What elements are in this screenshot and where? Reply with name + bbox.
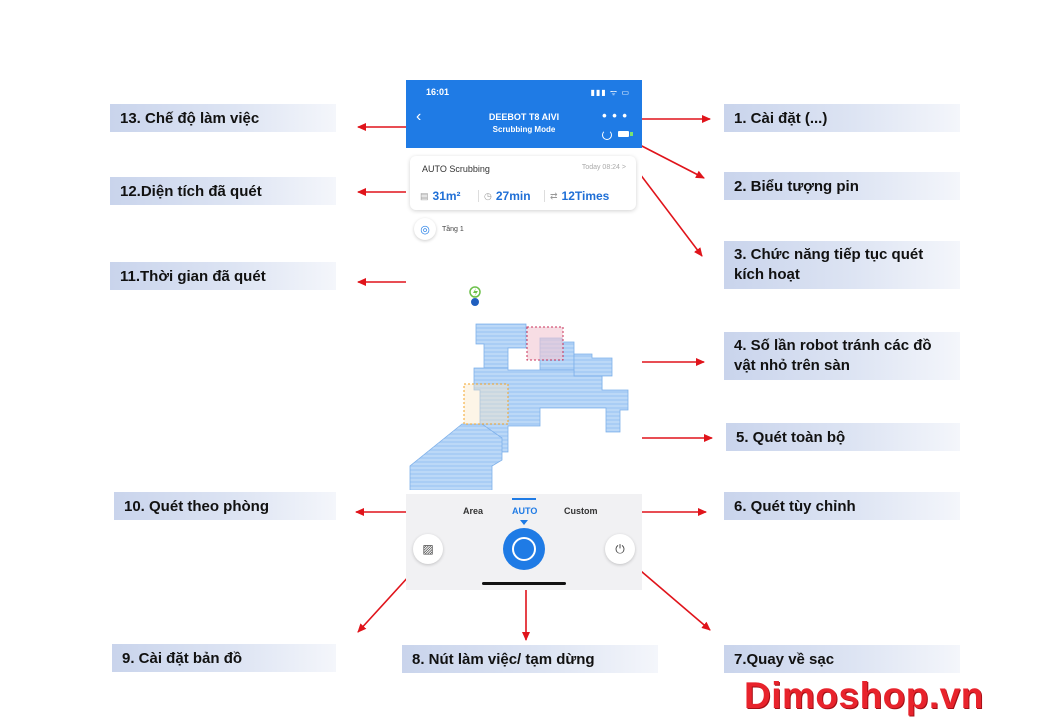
home-indicator <box>482 582 566 585</box>
clock-icon: ◷ <box>484 190 492 201</box>
label-area-cleaned: 12.Diện tích đã quét <box>110 177 336 205</box>
tab-indicator <box>512 498 536 500</box>
custom-zone[interactable] <box>463 383 509 425</box>
target-icon[interactable]: ◎ <box>414 218 436 240</box>
back-icon[interactable]: ‹ <box>416 108 422 125</box>
label-battery: 2. Biểu tượng pin <box>724 172 960 200</box>
avoid-icon: ⇄ <box>550 190 558 201</box>
label-avoid-count: 4. Số lần robot tránh các đồ vật nhỏ trê… <box>724 332 960 380</box>
label-resume-line2: kích hoạt <box>734 266 800 283</box>
label-time-cleaned: 11.Thời gian đã quét <box>110 262 336 290</box>
mode-bar: Area AUTO Custom ▨ ⏻ <box>406 494 642 590</box>
label-resume-line1: 3. Chức năng tiếp tục quét <box>734 246 924 263</box>
label-recharge: 7.Quay về sạc <box>724 645 960 673</box>
map-room-1 <box>475 323 527 369</box>
tab-custom[interactable]: Custom <box>564 506 598 516</box>
charging-bolt-icon <box>473 288 478 297</box>
cleaning-summary-card[interactable]: AUTO Scrubbing Today 08:24 > ▤ 31m² ◷ 27… <box>410 156 636 210</box>
start-pause-button[interactable] <box>503 528 545 570</box>
area-icon: ▤ <box>420 190 429 201</box>
label-custom-scan: 6. Quét tùy chỉnh <box>724 492 960 520</box>
robot-icon <box>470 297 480 307</box>
app-header: 16:01 ▮▮▮ ᯤ ▭ ‹ DEEBOT T8 AIVI Scrubbing… <box>406 80 642 148</box>
floor-label: Tầng 1 <box>442 225 464 233</box>
label-full-scan: 5. Quét toàn bộ <box>726 423 960 451</box>
device-title: DEEBOT T8 AIVI <box>488 112 560 122</box>
label-map-settings: 9. Cài đặt bản đồ <box>112 644 336 672</box>
battery-icon <box>618 131 633 137</box>
stat-times-value: 12Times <box>561 189 610 203</box>
card-title: AUTO Scrubbing <box>422 164 490 174</box>
brand-logo: Dimoshop.vn <box>744 675 984 716</box>
work-mode-selector[interactable]: Scrubbing Mode <box>492 125 556 134</box>
label-start-pause: 8. Nút làm việc/ tạm dừng <box>402 645 658 673</box>
phone-screen: 16:01 ▮▮▮ ᯤ ▭ ‹ DEEBOT T8 AIVI Scrubbing… <box>406 80 642 590</box>
status-time: 16:01 <box>426 87 450 97</box>
dock-icon: ⏻ <box>615 541 625 556</box>
map-edit-icon: ▨ <box>422 542 434 556</box>
divider <box>544 190 545 202</box>
no-go-zone[interactable] <box>526 326 564 361</box>
status-icons: ▮▮▮ ᯤ ▭ <box>590 88 630 97</box>
start-icon <box>512 537 536 561</box>
map-bottom-area <box>409 423 503 490</box>
tab-pointer <box>520 520 528 525</box>
arrow-battery <box>635 142 705 179</box>
more-icon[interactable]: • • • <box>602 108 628 123</box>
label-work-mode: 13. Chế độ làm việc <box>110 104 336 132</box>
stat-area: ▤ 31m² <box>420 189 461 203</box>
map-settings-button[interactable]: ▨ <box>413 534 443 564</box>
stat-time: ◷ 27min <box>484 189 531 203</box>
stat-times: ⇄ 12Times <box>550 189 609 203</box>
stat-area-value: 31m² <box>432 189 461 203</box>
floor-selector[interactable]: ◎ Tầng 1 <box>414 218 464 240</box>
label-avoid-line2: vật nhỏ trên sàn <box>734 357 850 374</box>
label-resume: 3. Chức năng tiếp tục quét kích hoạt <box>724 241 960 289</box>
tab-area[interactable]: Area <box>463 506 484 516</box>
stat-time-value: 27min <box>495 189 531 203</box>
card-date: Today 08:24 > <box>581 164 626 171</box>
tab-auto[interactable]: AUTO <box>512 506 538 516</box>
resume-icon[interactable] <box>602 130 612 140</box>
cleaning-map[interactable] <box>406 240 642 490</box>
recharge-button[interactable]: ⏻ <box>605 534 635 564</box>
label-settings: 1. Cài đặt (...) <box>724 104 960 132</box>
label-avoid-line1: 4. Số lần robot tránh các đồ <box>734 337 932 354</box>
label-room-scan: 10. Quét theo phòng <box>114 492 336 520</box>
divider <box>478 190 479 202</box>
